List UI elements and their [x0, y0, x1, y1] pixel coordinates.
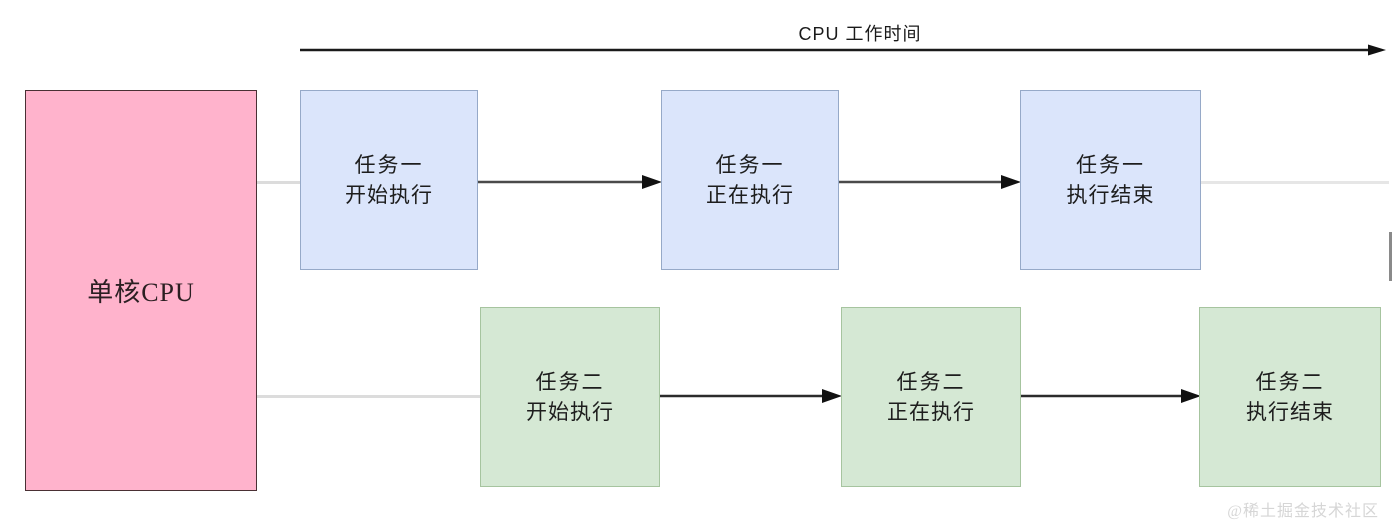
task-two-box-3-line2: 执行结束	[1246, 400, 1334, 424]
task-two-box-1: 任务二 开始执行	[480, 307, 660, 487]
task-one-box-3: 任务一 执行结束	[1020, 90, 1201, 270]
cpu-box: 单核CPU	[25, 90, 257, 491]
cpu-box-label: 单核CPU	[87, 278, 195, 307]
task-two-box-1-line2: 开始执行	[526, 400, 614, 424]
connector-cpu-to-task-two	[257, 395, 481, 398]
connector-cpu-to-task-one	[257, 181, 302, 184]
task-one-box-1-line2: 开始执行	[345, 183, 433, 207]
task-two-box-2-line2: 正在执行	[887, 400, 975, 424]
watermark: @稀土掘金技术社区	[1227, 503, 1379, 520]
task-two-box-3-line1: 任务二	[1255, 369, 1325, 394]
arrow-task-one-1-to-2	[478, 175, 662, 189]
task-one-box-3-line1: 任务一	[1076, 152, 1145, 177]
timeline-label: CPU 工作时间	[798, 24, 922, 44]
connector-task-one-tail	[1201, 181, 1389, 184]
task-two-box-1-line1: 任务二	[535, 369, 605, 394]
right-edge-tick	[1389, 232, 1392, 281]
task-two-box-2-line1: 任务二	[896, 369, 966, 394]
task-one-box-2-line2: 正在执行	[706, 183, 794, 207]
timeline-axis-arrow	[300, 44, 1386, 56]
arrow-task-two-1-to-2	[660, 389, 842, 403]
task-one-box-2-line1: 任务一	[715, 152, 785, 177]
task-one-box-1-line1: 任务一	[354, 152, 424, 177]
task-one-box-2: 任务一 正在执行	[661, 90, 839, 270]
task-two-box-2: 任务二 正在执行	[841, 307, 1021, 487]
arrow-task-one-2-to-3	[839, 175, 1021, 189]
task-one-box-3-line2: 执行结束	[1066, 183, 1155, 207]
arrow-task-two-2-to-3	[1021, 389, 1201, 403]
task-one-box-1: 任务一 开始执行	[300, 90, 478, 270]
task-two-box-3: 任务二 执行结束	[1199, 307, 1381, 487]
